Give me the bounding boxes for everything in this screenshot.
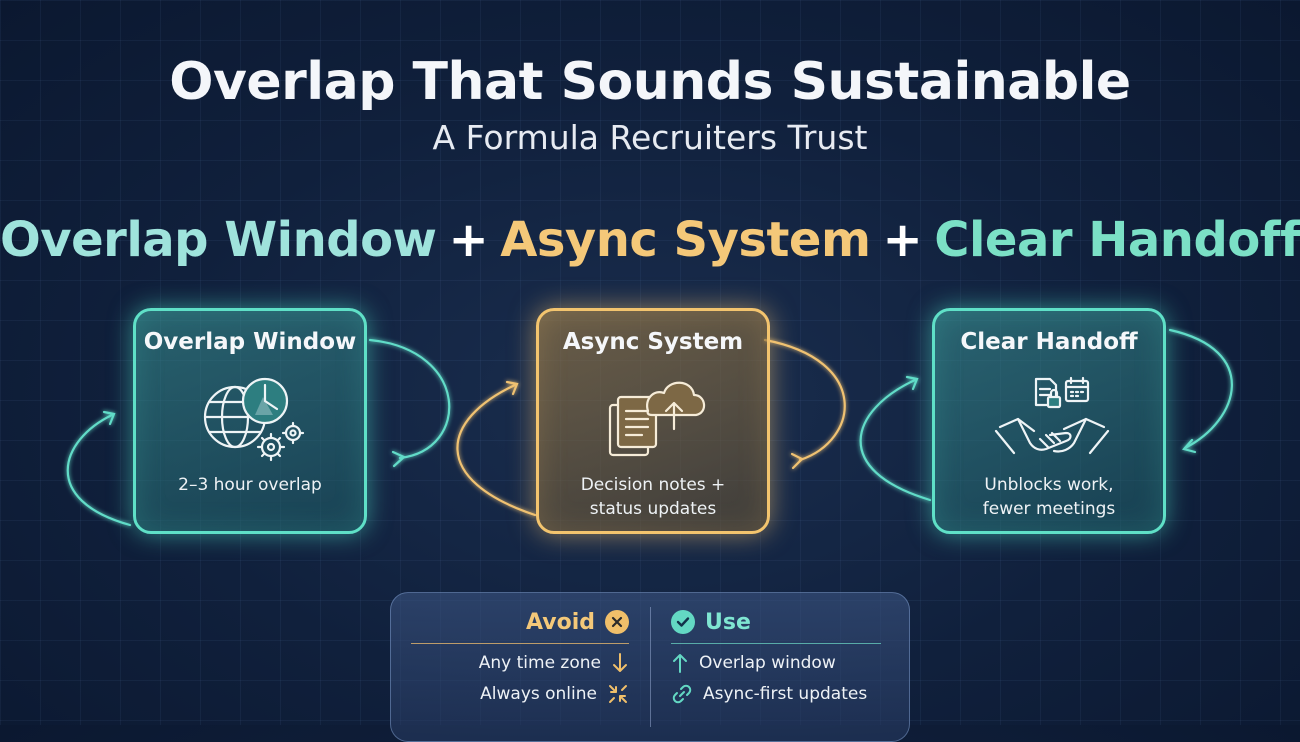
card-async-system: Async System Decision notes + status upd…	[536, 308, 770, 534]
card-description-line: Decision notes +	[580, 475, 726, 495]
formula-term-handoff: Clear Handoff	[934, 212, 1300, 268]
formula-term-async: Async System	[500, 212, 871, 268]
use-label: Use	[705, 609, 751, 635]
handshake-document-calendar-icon	[994, 376, 1110, 455]
x-circle-icon	[605, 610, 629, 634]
card-description-line: 2–3 hour overlap	[178, 475, 322, 495]
card-description: Unblocks work, fewer meetings	[945, 473, 1153, 521]
documents-cloud-upload-icon	[608, 381, 706, 457]
avoid-label: Avoid	[526, 609, 595, 635]
check-circle-icon	[671, 610, 695, 634]
card-overlap-window: Overlap Window 2–3 hour overlap	[133, 308, 367, 534]
link-icon	[672, 684, 692, 704]
panel-divider	[650, 607, 651, 727]
avoid-item: Any time zone	[411, 649, 629, 677]
card-description-line: fewer meetings	[982, 499, 1116, 519]
formula-plus-1: +	[448, 212, 489, 268]
page-title: Overlap That Sounds Sustainable	[169, 52, 1131, 112]
card-description: Decision notes + status updates	[549, 473, 757, 521]
card-description: 2–3 hour overlap	[146, 473, 354, 497]
card-description-line: Unblocks work,	[984, 475, 1114, 495]
globe-clock-gears-icon	[203, 377, 305, 462]
card-clear-handoff: Clear Handoff Unblocks work, fewer meeti…	[932, 308, 1166, 534]
use-item: Overlap window	[671, 649, 891, 677]
arrow-up-icon	[673, 654, 687, 673]
avoid-header: Avoid	[411, 607, 629, 644]
collapse-arrows-icon	[609, 685, 627, 703]
formula-term-overlap: Overlap Window	[0, 212, 437, 268]
formula-plus-2: +	[882, 212, 923, 268]
card-title: Overlap Window	[143, 329, 357, 355]
use-header: Use	[671, 607, 881, 644]
avoid-item-label: Any time zone	[478, 653, 601, 673]
use-item: Async-first updates	[671, 680, 891, 708]
avoid-item-label: Always online	[480, 684, 597, 704]
page-subtitle: A Formula Recruiters Trust	[432, 118, 868, 157]
avoid-item: Always online	[411, 680, 629, 708]
card-title: Async System	[562, 329, 744, 355]
formula: Overlap Window+Async System+Clear Handof…	[0, 212, 1300, 268]
use-item-label: Overlap window	[699, 653, 836, 673]
use-item-label: Async-first updates	[703, 684, 868, 704]
arrow-down-icon	[613, 653, 627, 672]
card-title: Clear Handoff	[960, 329, 1138, 355]
avoid-use-panel: Avoid Use Any time zone Always online Ov…	[390, 592, 910, 742]
orbit-arrows	[66, 328, 1233, 527]
card-description-line: status updates	[589, 499, 717, 519]
